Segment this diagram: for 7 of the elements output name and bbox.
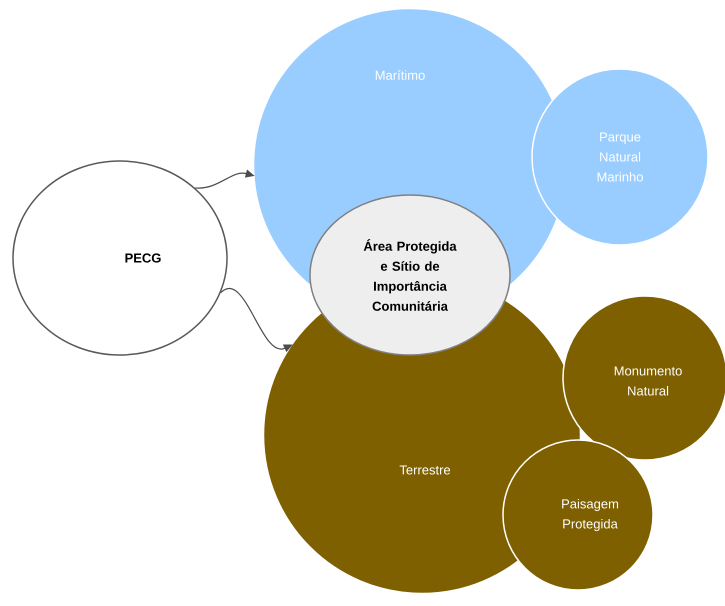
node-label: Terrestre — [400, 465, 450, 475]
circle-node: Área Protegida e Sítio de Importância Comunitária — [309, 194, 511, 356]
node-label: Parque Natural Marinho — [598, 132, 643, 182]
ellipse-node: PECG — [12, 160, 228, 356]
circle-node: Paisagem Protegida — [502, 439, 654, 591]
circle-node: Monumento Natural — [562, 295, 725, 461]
circle-node: Parque Natural Marinho — [531, 68, 709, 246]
